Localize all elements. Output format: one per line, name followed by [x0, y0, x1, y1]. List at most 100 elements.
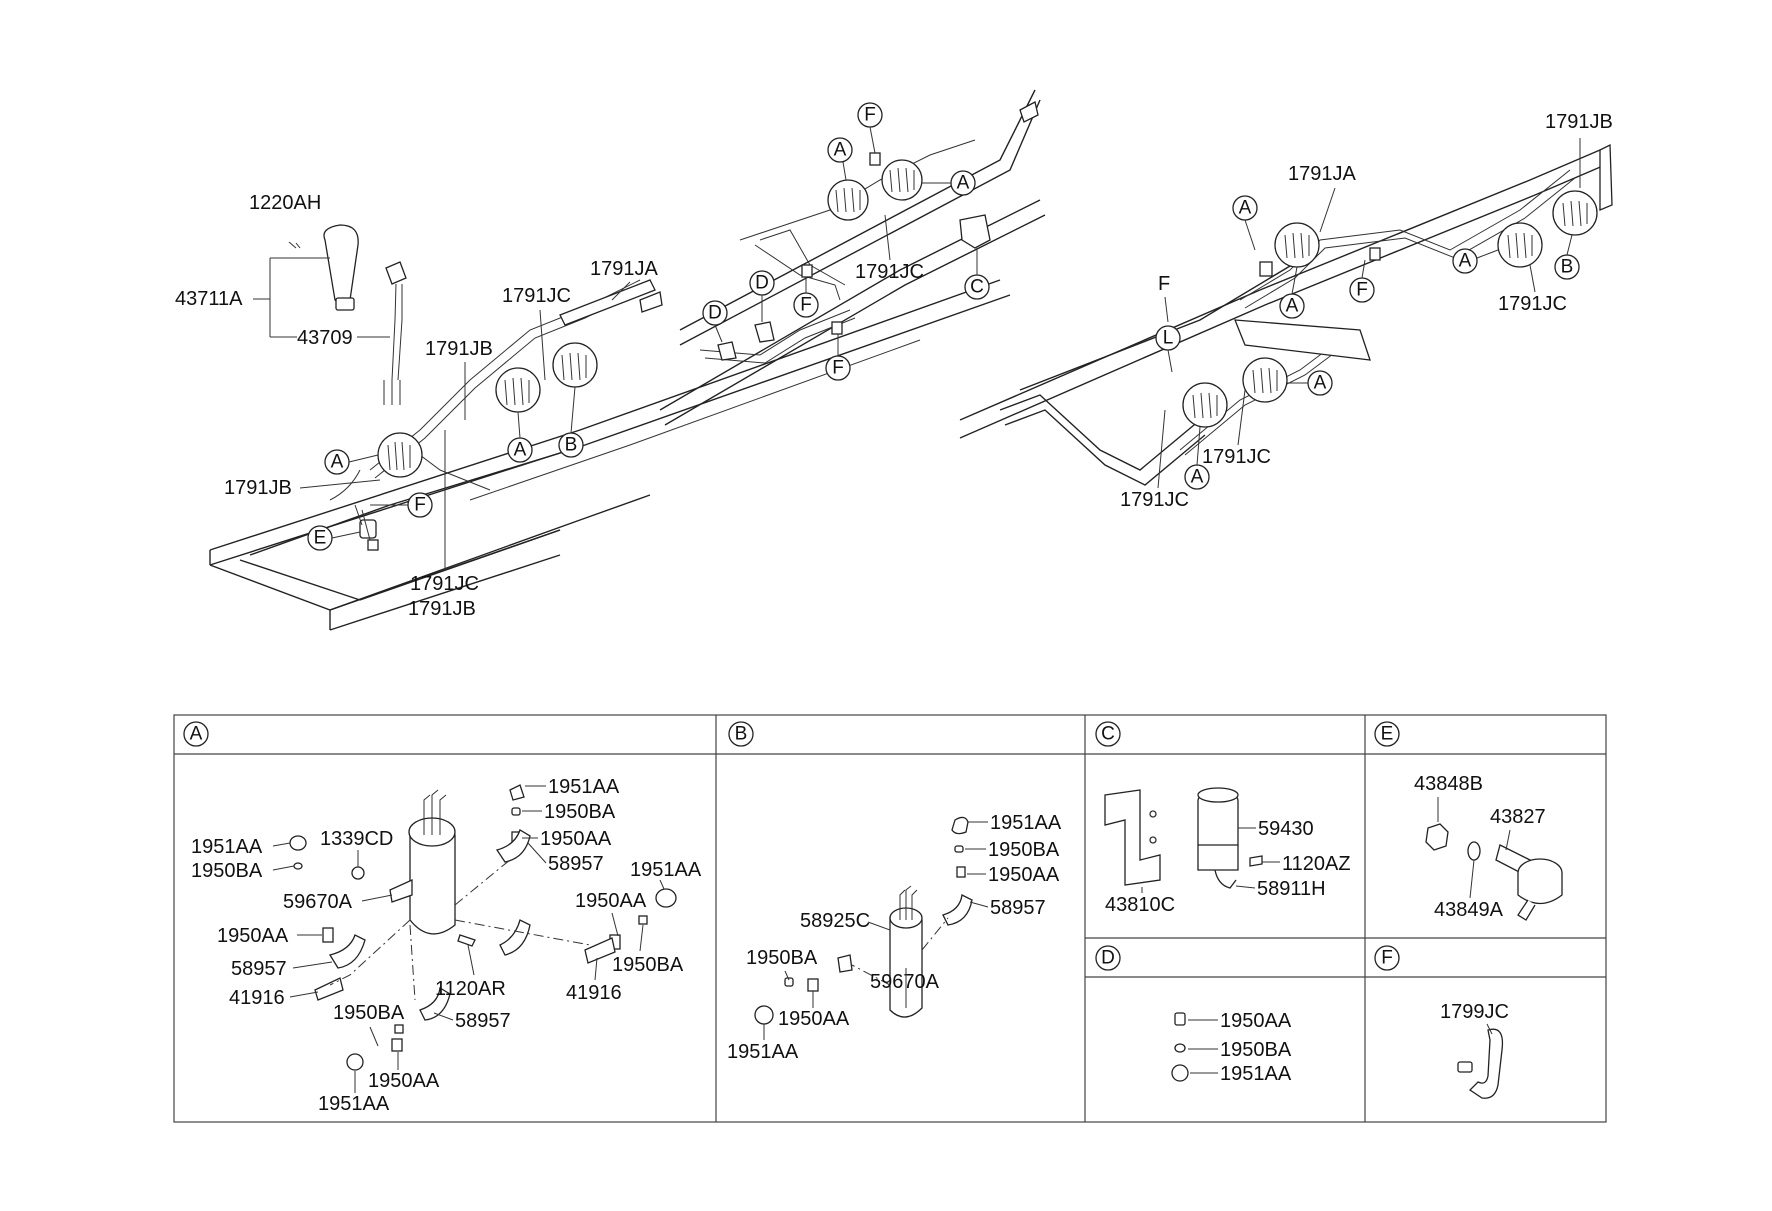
detail-panels: A B C E D F [173, 714, 1607, 1123]
part-label: 1950BA [612, 954, 684, 976]
part-label: 1951AA [727, 1041, 799, 1063]
part-label: 1791JC [1498, 293, 1567, 315]
part-label: 1339CD [320, 828, 393, 850]
panel-e-letter: E [1381, 724, 1394, 745]
part-label: 58957 [231, 958, 287, 980]
callout-letter: A [1459, 251, 1472, 272]
callout-letter: F [864, 105, 876, 126]
callout-letter: F [800, 295, 812, 316]
callout-letter: F [414, 495, 426, 516]
part-label: 1951AA [1220, 1063, 1292, 1085]
callout-letter: A [1314, 373, 1327, 394]
part-label: 1791JA [590, 258, 658, 280]
part-label: 43849A [1434, 899, 1504, 921]
part-label: 1951AA [548, 776, 620, 798]
right-frame-section [959, 143, 1613, 486]
callout-letter: D [708, 303, 722, 324]
part-label: 1950AA [778, 1008, 850, 1030]
part-label: 1791JC [410, 573, 479, 595]
part-label: 43848B [1414, 773, 1483, 795]
panel-e-labels: 43848B 43827 43849A [1414, 773, 1546, 921]
part-label: 1791JB [224, 477, 292, 499]
panel-a-labels: 1951AA 1950BA 1950AA 58957 1951AA 1950BA… [191, 776, 702, 1115]
callout-letter: A [834, 140, 847, 161]
panel-c [1104, 787, 1263, 889]
part-label: 1799JC [1440, 1001, 1509, 1023]
part-label: 1951AA [191, 836, 263, 858]
part-label: 43810C [1105, 894, 1175, 916]
middle-frame-section [659, 89, 1046, 426]
part-label: 43709 [297, 327, 353, 349]
callout-letter: A [1239, 198, 1252, 219]
part-label: 1950BA [1220, 1039, 1292, 1061]
part-label: 1791JC [502, 285, 571, 307]
panel-d-labels: 1950AA 1950BA 1951AA [1188, 1010, 1292, 1085]
panel-a [289, 784, 677, 1071]
part-label: 1950BA [988, 839, 1060, 861]
part-label: 59430 [1258, 818, 1314, 840]
part-label: 1791JC [1202, 446, 1271, 468]
panel-c-letter: C [1101, 724, 1115, 745]
panel-d [1171, 1012, 1189, 1082]
panel-e [1425, 823, 1563, 921]
part-label: 59670A [870, 971, 940, 993]
part-label: 58957 [455, 1010, 511, 1032]
panel-a-letter: A [190, 724, 203, 745]
part-label: 1950AA [368, 1070, 440, 1092]
panel-b [754, 816, 973, 1025]
callout-letter: A [514, 440, 527, 461]
part-label: 1951AA [318, 1093, 390, 1115]
callout-letter: L [1163, 328, 1174, 349]
part-label: 1950AA [575, 890, 647, 912]
panel-d-letter: D [1101, 948, 1115, 969]
part-label: 1950AA [1220, 1010, 1292, 1032]
callout-letter: D [755, 273, 769, 294]
panel-b-letter: B [735, 724, 748, 745]
part-label: 1220AH [249, 192, 321, 214]
part-label: 1791JC [1120, 489, 1189, 511]
part-label: 1950BA [333, 1002, 405, 1024]
diagram-callouts: A A B F E F A A C D D F [307, 102, 1580, 551]
part-label: 41916 [566, 982, 622, 1004]
part-label: 41916 [229, 987, 285, 1009]
callout-letter: B [565, 435, 578, 456]
callout-letter: B [1561, 257, 1574, 278]
panel-f-letter: F [1381, 948, 1393, 969]
part-label: F [1158, 273, 1170, 295]
part-label: 58911H [1257, 878, 1326, 900]
part-label: 1791JB [408, 598, 476, 620]
callout-letter: A [1191, 467, 1204, 488]
part-label: 1791JA [1288, 163, 1356, 185]
part-label: 1950BA [191, 860, 263, 882]
part-label: 1950BA [544, 801, 616, 823]
panel-c-labels: 59430 1120AZ 43810C 58911H [1105, 818, 1351, 916]
callout-letter: F [1356, 280, 1368, 301]
part-label: 58957 [548, 853, 604, 875]
part-label: 1950BA [746, 947, 818, 969]
part-label: 58925C [800, 910, 870, 932]
part-label: 59670A [283, 891, 353, 913]
part-label: 1791JB [1545, 111, 1613, 133]
callout-letter: C [970, 277, 984, 298]
part-label: 1791JC [855, 261, 924, 283]
part-label: 58957 [990, 897, 1046, 919]
part-label: 43711A [175, 288, 243, 310]
part-label: 1120AZ [1282, 853, 1351, 875]
panel-b-labels: 1951AA 1950BA 1950AA 58957 58925C 1950BA… [727, 812, 1062, 1063]
callout-letter: F [832, 358, 844, 379]
part-label: 43827 [1490, 806, 1546, 828]
panel-f-labels: 1799JC [1440, 1001, 1509, 1035]
callout-letter: E [314, 528, 327, 549]
part-label: 1950AA [988, 864, 1060, 886]
panel-f [1457, 1028, 1504, 1099]
part-label: 1950AA [540, 828, 612, 850]
part-label: 1791JB [425, 338, 493, 360]
part-label: 1951AA [990, 812, 1062, 834]
callout-letter: A [1286, 296, 1299, 317]
diagram-labels: 1220AH 43711A 43709 1791JA 1791JC 1791JB… [175, 111, 1613, 620]
part-label: 1950AA [217, 925, 289, 947]
part-label: 1120AR [435, 978, 506, 1000]
callout-letter: A [957, 173, 970, 194]
left-frame-section [209, 224, 1011, 631]
